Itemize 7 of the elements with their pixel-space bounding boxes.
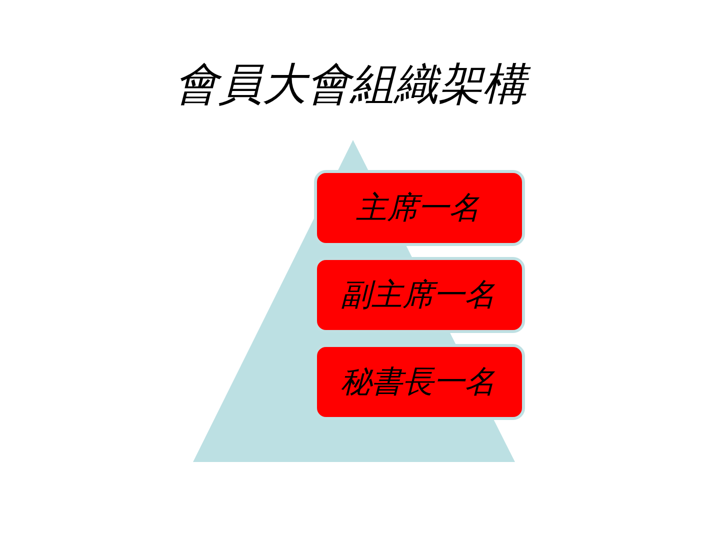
rank-box xyxy=(314,257,525,333)
role-label: 副主席一名 xyxy=(340,276,496,315)
role-label: 主席一名 xyxy=(355,189,481,228)
rank-box xyxy=(314,344,525,420)
title: 會員大會組織架構 xyxy=(168,56,536,114)
rank-box xyxy=(314,170,525,246)
role-label: 秘書長一名 xyxy=(340,363,496,402)
